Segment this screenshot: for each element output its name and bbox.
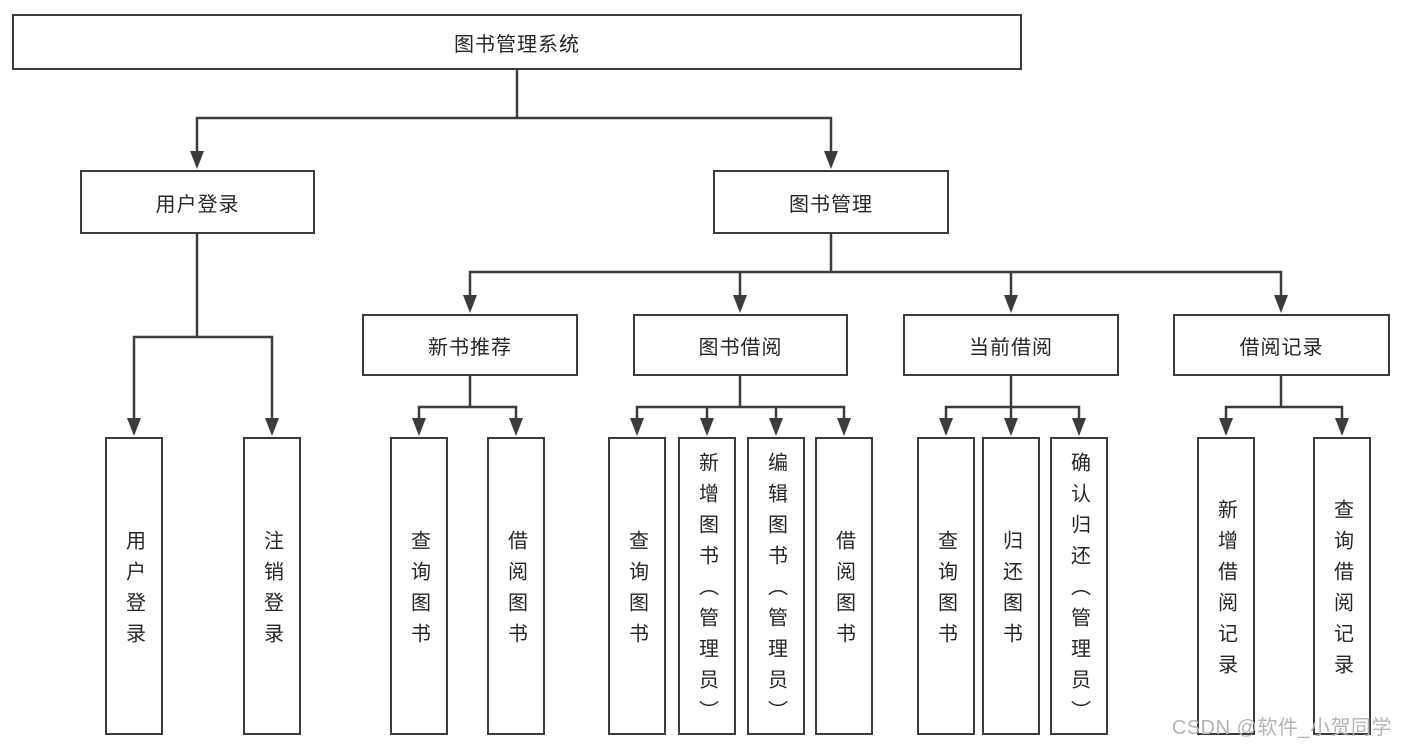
- leaf-logout: 注销登录: [243, 437, 301, 735]
- node-borrow-records-label: 借阅记录: [1239, 336, 1324, 359]
- connector-book-management: [468, 233, 1283, 299]
- leaf-borrow-books-label: 借阅图书: [832, 529, 855, 654]
- leaf-return-book: 归还图书: [982, 437, 1040, 735]
- node-current-borrow-label: 当前借阅: [969, 336, 1053, 359]
- arrowhead: [837, 418, 851, 436]
- leaf-query-books-current-label: 查询图书: [934, 529, 957, 654]
- arrowhead: [509, 418, 523, 436]
- arrowhead: [1004, 295, 1018, 313]
- leaf-edit-book-admin: 编辑图书（管理员）: [747, 437, 805, 735]
- node-book-management-label: 图书管理: [789, 193, 873, 216]
- arrowhead: [412, 418, 426, 436]
- leaf-borrow-books-recommend-label: 借阅图书: [504, 529, 527, 654]
- leaf-query-books-borrow: 查询图书: [608, 437, 666, 735]
- node-new-book-recommend: 新书推荐: [362, 314, 578, 376]
- connector-borrow-records: [1224, 375, 1344, 422]
- node-current-borrow: 当前借阅: [903, 314, 1119, 376]
- arrowhead: [190, 151, 204, 169]
- connector-root: [195, 69, 833, 155]
- leaf-borrow-books-recommend: 借阅图书: [487, 437, 545, 735]
- connector-user-login: [132, 233, 274, 422]
- arrowhead: [1274, 295, 1288, 313]
- leaf-add-borrow-record: 新增借阅记录: [1197, 437, 1255, 735]
- arrowhead: [265, 418, 279, 436]
- arrowhead: [630, 418, 644, 436]
- leaf-query-books-recommend: 查询图书: [390, 437, 448, 735]
- arrowhead: [939, 418, 953, 436]
- leaf-user-login-label: 用户登录: [122, 529, 145, 654]
- leaf-add-borrow-record-label: 新增借阅记录: [1214, 498, 1237, 685]
- arrowhead: [463, 295, 477, 313]
- connector-new-book: [417, 375, 518, 422]
- arrowhead: [769, 418, 783, 436]
- arrowhead: [1219, 418, 1233, 436]
- node-user-login: 用户登录: [80, 170, 315, 234]
- arrowhead: [1072, 418, 1086, 436]
- arrowhead: [127, 418, 141, 436]
- node-book-management: 图书管理: [713, 170, 949, 234]
- leaf-borrow-books: 借阅图书: [815, 437, 873, 735]
- node-borrow-records: 借阅记录: [1173, 314, 1390, 376]
- leaf-edit-book-admin-label: 编辑图书（管理员）: [764, 452, 787, 731]
- leaf-add-book-admin-label: 新增图书（管理员）: [695, 452, 718, 731]
- leaf-return-book-label: 归还图书: [999, 529, 1022, 654]
- node-new-book-recommend-label: 新书推荐: [428, 336, 512, 359]
- arrowhead: [733, 295, 747, 313]
- arrowhead: [1004, 418, 1018, 436]
- leaf-add-book-admin: 新增图书（管理员）: [678, 437, 736, 735]
- node-book-borrow: 图书借阅: [633, 314, 848, 376]
- leaf-confirm-return-admin-label: 确认归还（管理员）: [1067, 452, 1090, 731]
- connector-current-borrow: [944, 375, 1081, 422]
- leaf-query-books-current: 查询图书: [917, 437, 975, 735]
- leaf-query-books-recommend-label: 查询图书: [407, 529, 430, 654]
- leaf-confirm-return-admin: 确认归还（管理员）: [1050, 437, 1108, 735]
- node-user-login-label: 用户登录: [155, 193, 240, 216]
- arrowhead: [824, 151, 838, 169]
- node-book-borrow-label: 图书借阅: [698, 336, 783, 359]
- connector-book-borrow: [635, 375, 846, 422]
- leaf-query-books-borrow-label: 查询图书: [625, 529, 648, 654]
- leaf-query-borrow-record: 查询借阅记录: [1313, 437, 1371, 735]
- leaf-user-login: 用户登录: [105, 437, 163, 735]
- node-root: 图书管理系统: [12, 14, 1022, 70]
- node-root-label: 图书管理系统: [454, 33, 580, 56]
- leaf-logout-label: 注销登录: [260, 529, 283, 654]
- watermark: CSDN @软件_小贺同学: [1171, 717, 1392, 739]
- leaf-query-borrow-record-label: 查询借阅记录: [1330, 498, 1353, 685]
- arrowhead: [700, 418, 714, 436]
- arrowhead: [1335, 418, 1349, 436]
